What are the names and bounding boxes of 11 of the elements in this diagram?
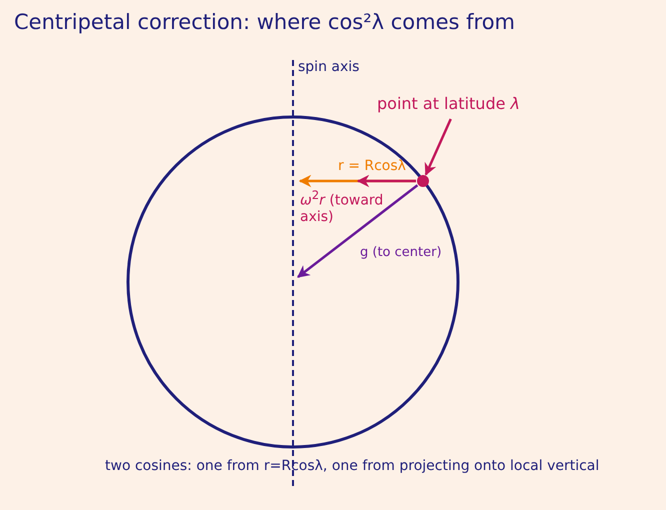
- arrow: [356, 174, 416, 188]
- edge-label: r = Rcosλ: [338, 158, 406, 174]
- axis-label: spin axis: [298, 59, 360, 75]
- leader-line: [424, 118, 452, 176]
- arrow: [297, 184, 418, 278]
- point-marker: [417, 175, 429, 187]
- callout-text: point at latitude λ: [377, 94, 537, 116]
- title: Centripetal correction: where cos²λ comes from: [14, 10, 516, 34]
- edge-label: ω$^{2}$r (toward axis): [300, 188, 384, 226]
- caption: two cosines: one from r=Rcosλ, one from projecting onto local vertical: [105, 458, 600, 474]
- edge-label: g (to center): [360, 245, 442, 260]
